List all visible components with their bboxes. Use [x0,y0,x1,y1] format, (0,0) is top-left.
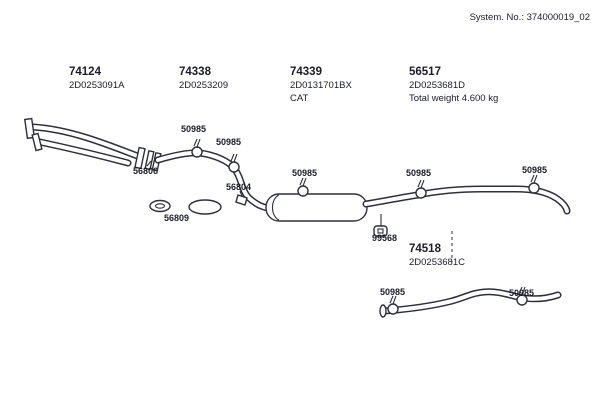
muffler-74339 [265,193,368,222]
clamp-label-1: 50985 [181,124,207,134]
part-code-74518: 2D0253681C [409,257,465,268]
collector-flange-icon [134,146,146,170]
part-group-56517: 56517 2D0253681D Total weight 4.600 kg [409,66,498,105]
system-number: System. No.: 374000019_02 [469,12,590,23]
tail-pipe-74518 [379,292,558,318]
clamp-icon-4 [415,179,427,199]
heat-shield-icon [188,199,222,215]
part-number-74124: 74124 [69,66,101,78]
front-flange2-icon [31,132,43,152]
part-note-weight: Total weight 4.600 kg [409,93,499,104]
part-number-74338: 74338 [179,66,211,78]
part-note-cat: CAT [290,93,309,104]
clamp-label-7: 50985 [509,288,535,298]
part-group-74518: 74518 2D0253681C [409,243,465,269]
front-flange-icon [23,117,36,140]
clamp-label-2: 50985 [216,137,242,147]
clamp-label-6: 50985 [380,287,406,297]
clamp-icon-6 [387,295,399,315]
front-pipe-74124 [23,117,146,170]
part-group-74124: 74124 2D0253091A [69,66,124,92]
clamp-label-4: 50985 [406,168,432,178]
gasket-56809-icon [149,199,171,213]
bracket-56804-icon [235,190,248,206]
clamp-label-3: 50985 [292,168,318,178]
part-number-56517: 56517 [409,66,441,78]
part-code-74339: 2D0131701BX [290,80,352,91]
gasket-label-56809: 56809 [164,213,190,223]
tail-pipe-end-icon [379,304,387,318]
part-number-74518: 74518 [409,243,441,255]
flange-label-56806: 56806 [133,166,159,176]
part-code-74124: 2D0253091A [69,80,125,91]
part-code-74338: 2D0253209 [179,80,229,91]
clamp-icon-5 [528,174,540,194]
part-group-74339: 74339 2D0131701BX CAT [290,66,352,105]
clamp-icon-1 [191,138,203,158]
clamp-icon-3 [297,177,309,197]
hanger-99568-icon [373,214,388,237]
bracket-label-56804: 56804 [226,182,252,192]
hanger-label-99568: 99568 [372,233,398,243]
middle-pipe-74338 [158,153,268,208]
clamp-label-5: 50985 [522,165,548,175]
part-number-74339: 74339 [290,66,322,78]
clamp-icon-2 [228,153,240,173]
part-group-74338: 74338 2D0253209 [179,66,228,92]
part-code-56517: 2D0253681D [409,80,465,91]
